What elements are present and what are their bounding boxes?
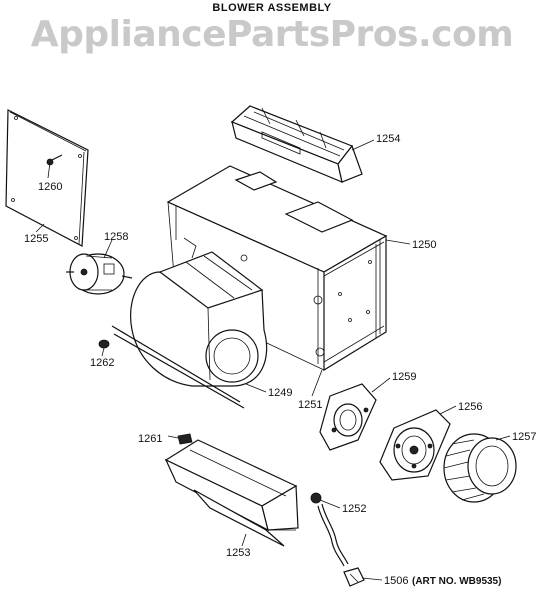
label-1261: 1261 xyxy=(138,433,162,445)
label-1252: 1252 xyxy=(342,503,366,515)
bottom-duct-1253 xyxy=(164,439,299,547)
connector-1506 xyxy=(343,567,365,587)
label-1506: 1506 xyxy=(384,575,408,587)
label-1258: 1258 xyxy=(104,231,128,243)
label-1256: 1256 xyxy=(458,401,482,413)
label-1259: 1259 xyxy=(392,371,416,383)
part-labels: 1250 1251 1252 1253 1254 1255 1256 1257 … xyxy=(24,133,536,587)
blower-scroll-1249 xyxy=(130,251,268,387)
mounting-strap xyxy=(111,325,245,409)
motor-plate-1256 xyxy=(379,409,451,481)
cover-plate-1255 xyxy=(5,109,89,247)
top-duct-1254 xyxy=(230,105,363,183)
grommet-1262 xyxy=(98,339,110,349)
diagram-title: BLOWER ASSEMBLY xyxy=(212,2,332,14)
motor-1258 xyxy=(66,253,133,295)
leader-lines xyxy=(35,139,511,581)
label-1253: 1253 xyxy=(226,547,250,559)
label-1250: 1250 xyxy=(412,239,436,251)
power-cord-1252 xyxy=(310,492,349,567)
clip-1261 xyxy=(177,433,193,445)
orifice-plate-1259 xyxy=(319,383,377,451)
label-1254: 1254 xyxy=(376,133,400,145)
label-1249: 1249 xyxy=(268,387,292,399)
label-1255: 1255 xyxy=(24,233,48,245)
housing-1250 xyxy=(166,165,388,372)
label-1251: 1251 xyxy=(298,399,322,411)
label-1260: 1260 xyxy=(38,181,62,193)
label-1257: 1257 xyxy=(512,431,536,443)
art-number: (ART NO. WB9535) xyxy=(412,576,502,587)
blower-wheel-1257 xyxy=(443,433,517,503)
label-1262: 1262 xyxy=(90,357,114,369)
watermark: AppliancePartsPros.com xyxy=(30,14,514,55)
